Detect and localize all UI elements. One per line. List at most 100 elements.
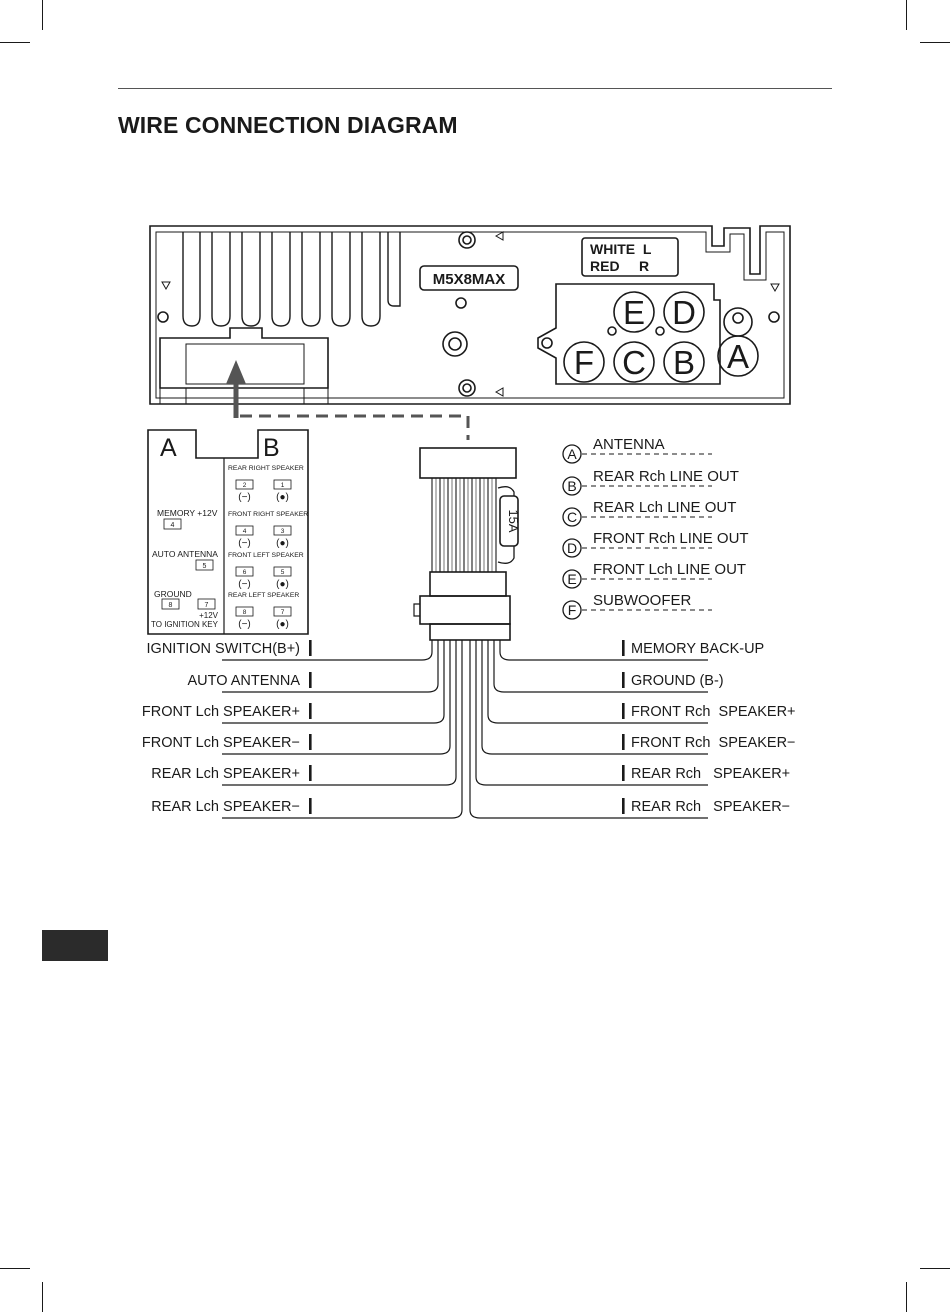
rca-legend-white: WHITE L [590, 241, 652, 257]
pin-box [161, 598, 180, 610]
rca-letter: C [567, 509, 577, 525]
pin-number: 4 [243, 528, 247, 535]
iso-pinout [147, 429, 309, 635]
right-wire-label: REAR Rch SPEAKER− [631, 799, 790, 815]
rca-output-label: REAR Lch LINE OUT [593, 499, 736, 516]
rca-letter: B [567, 478, 576, 494]
pin-box [197, 598, 216, 610]
right-wire-label: GROUND (B-) [631, 673, 724, 689]
ign-voltage-label: +12V [199, 611, 219, 620]
positive-symbol: (●) [276, 538, 289, 549]
pin-box [235, 606, 254, 617]
negative-symbol: (−) [238, 579, 251, 590]
rca-output-label: FRONT Lch LINE OUT [593, 561, 746, 578]
ground-label: GROUND [154, 589, 192, 599]
auto-antenna-label: AUTO ANTENNA [152, 549, 218, 559]
pin-number: 4 [171, 522, 175, 529]
rca-output-label: ANTENNA [593, 436, 665, 453]
block-b-label: B [263, 434, 280, 462]
crop-mark [906, 0, 907, 30]
right-wire-label: MEMORY BACK-UP [631, 641, 764, 657]
right-wire-label: REAR Rch SPEAKER+ [631, 766, 790, 782]
pin-number: 6 [243, 569, 247, 576]
crop-mark [906, 1282, 907, 1312]
pin-box [273, 525, 292, 536]
rca-legend-red: RED R [590, 258, 649, 274]
pin-number: 8 [169, 602, 173, 609]
pin-number: 8 [243, 609, 247, 616]
pin-number: 5 [203, 563, 207, 570]
right-wire [475, 640, 708, 786]
header-rule [118, 88, 832, 89]
label-bar [622, 765, 625, 781]
left-wire-label: REAR Lch SPEAKER+ [151, 766, 300, 782]
rca-output-label: REAR Rch LINE OUT [593, 468, 739, 485]
positive-symbol: (●) [276, 619, 289, 630]
rca-letter-circle [562, 538, 582, 558]
fuse-label: 15A [506, 509, 521, 532]
crop-mark [0, 1268, 30, 1269]
socket-b-label: B [673, 344, 695, 381]
b-group-label: FRONT RIGHT SPEAKER [228, 511, 308, 518]
label-bar [309, 734, 312, 750]
pin-box [273, 566, 292, 577]
rca-letter: A [567, 446, 577, 462]
label-bar [622, 798, 625, 814]
pin-box [273, 479, 292, 490]
label-bar [309, 798, 312, 814]
pin-number: 3 [281, 528, 285, 535]
crop-mark [920, 42, 950, 43]
rca-letter: D [567, 540, 577, 556]
left-wire-label: REAR Lch SPEAKER− [151, 799, 300, 815]
label-bar [309, 672, 312, 688]
pin-box [195, 559, 214, 571]
rca-letter-circle [562, 476, 582, 496]
label-bar [309, 765, 312, 781]
left-wire [222, 640, 457, 786]
ign-key-label: TO IGNITION KEY [151, 620, 219, 629]
left-wire-label: AUTO ANTENNA [187, 673, 300, 689]
pin-box [163, 518, 182, 530]
rca-letter: E [567, 571, 576, 587]
pin-box [235, 525, 254, 536]
left-wire-label: FRONT Lch SPEAKER− [142, 735, 300, 751]
pin-number: 7 [281, 609, 285, 616]
pin-box [235, 479, 254, 490]
left-wire [222, 640, 463, 819]
pin-number: 1 [281, 482, 285, 489]
crop-mark [0, 42, 30, 43]
label-bar [622, 703, 625, 719]
right-wire-label: FRONT Rch SPEAKER− [631, 735, 796, 751]
pin-box [273, 606, 292, 617]
rca-letter-circle [562, 600, 582, 620]
block-a-label: A [160, 434, 177, 462]
rca-letter-circle [562, 569, 582, 589]
rca-letter-circle [562, 507, 582, 527]
rca-output-label: FRONT Rch LINE OUT [593, 530, 749, 547]
pin-number: 7 [205, 602, 209, 609]
rca-output-label: SUBWOOFER [593, 592, 692, 609]
negative-symbol: (−) [238, 619, 251, 630]
socket-d-label: D [672, 294, 696, 331]
rca-socket-group [563, 291, 759, 383]
b-group-label: FRONT LEFT SPEAKER [228, 552, 304, 559]
page-title: WIRE CONNECTION DIAGRAM [118, 112, 458, 138]
negative-symbol: (−) [238, 492, 251, 503]
rca-letter-circle [562, 444, 582, 464]
left-wire-label: FRONT Lch SPEAKER+ [142, 704, 300, 720]
label-bar [622, 734, 625, 750]
socket-c-label: C [622, 344, 646, 381]
positive-symbol: (●) [276, 579, 289, 590]
memory-label: MEMORY +12V [157, 508, 218, 518]
crop-mark [42, 1282, 43, 1312]
negative-symbol: (−) [238, 538, 251, 549]
socket-f-label: F [574, 344, 594, 381]
label-bar [622, 672, 625, 688]
right-wire [493, 640, 708, 693]
harness-wires [222, 640, 708, 819]
rca-letter: F [568, 602, 577, 618]
right-wire [499, 640, 708, 661]
